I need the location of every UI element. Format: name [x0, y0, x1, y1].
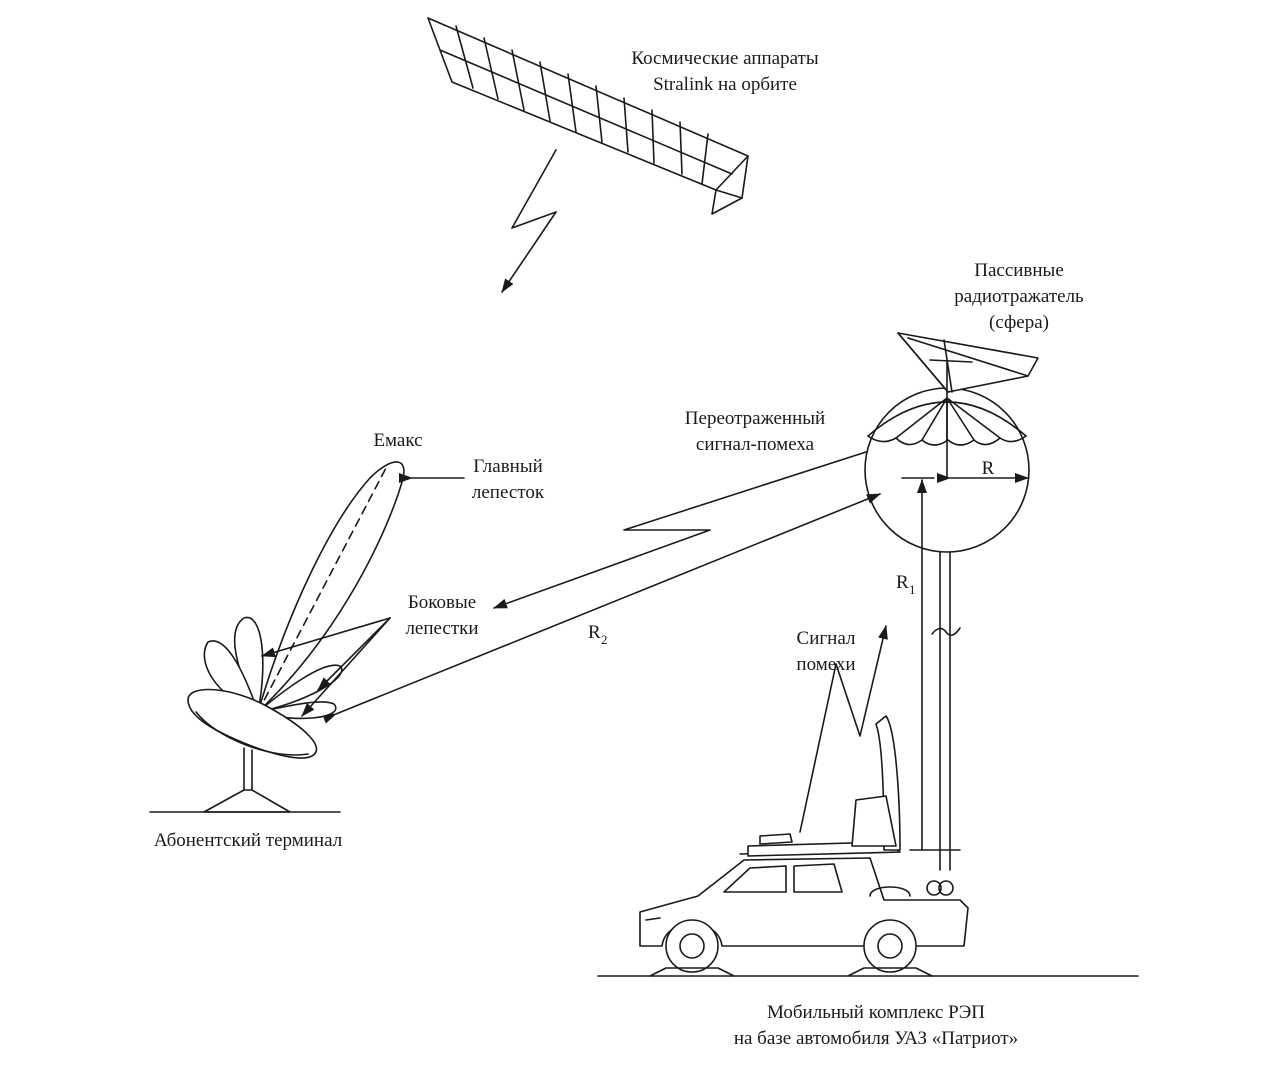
r2-label: R	[588, 622, 601, 643]
r2-subscript: 2	[601, 632, 608, 647]
reflector-label-line2: радиотражатель	[954, 286, 1084, 307]
jam-signal-label-line2: помехи	[796, 654, 855, 675]
rereflected-label-line2: сигнал-помеха	[696, 434, 815, 455]
satellites-label-line1: Космические аппараты	[631, 48, 818, 69]
reflector-label-line3: (сфера)	[989, 312, 1049, 333]
terminal-label: Абонентский терминал	[154, 830, 343, 851]
r1-label: R	[896, 572, 909, 593]
reflector-sphere-icon	[864, 332, 1039, 553]
reflector-label-line1: Пассивные	[974, 260, 1064, 281]
downlink-signal-arrow	[501, 149, 557, 293]
r2-dimension-arrow	[322, 493, 881, 724]
uaz-patriot-vehicle-icon	[597, 715, 1139, 977]
main-lobe-label-line2: лепесток	[472, 482, 545, 503]
antenna-pattern	[203, 461, 465, 720]
satellite-panel-icon	[427, 17, 749, 215]
jam-signal-arrow	[799, 625, 888, 833]
rereflected-label-line1: Переотраженный	[685, 408, 825, 429]
side-lobes-label-line1: Боковые	[408, 592, 476, 613]
main-lobe-label-line1: Главный	[473, 456, 543, 477]
r1-subscript: 1	[909, 582, 916, 597]
rereflected-signal-arrow	[493, 451, 867, 609]
jam-signal-label-line1: Сигнал	[797, 628, 856, 649]
mobile-label-line1: Мобильный комплекс РЭП	[767, 1002, 985, 1023]
radius-label: R	[982, 458, 995, 479]
mobile-label-line2: на базе автомобиля УАЗ «Патриот»	[734, 1028, 1018, 1049]
side-lobes-label-line2: лепестки	[405, 618, 478, 639]
emax-label: Емакс	[373, 430, 422, 451]
satellites-label-line2: Stralink на орбите	[653, 74, 797, 95]
satellite-dish-icon	[149, 688, 341, 813]
